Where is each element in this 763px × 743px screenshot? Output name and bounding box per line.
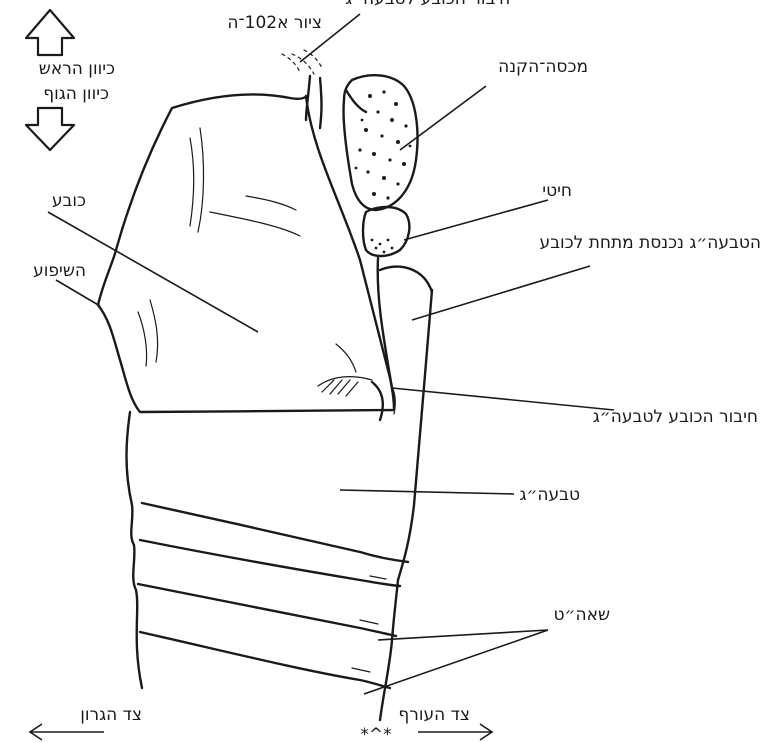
side-left-arrow [30, 724, 104, 740]
leader-cap-cover [400, 86, 486, 150]
orientation-down-label: כיוון הגוף [43, 84, 109, 104]
side-right-arrow [418, 724, 492, 740]
figure-caption: ציור א102־ה [227, 13, 322, 33]
leader-cap-ring-join [392, 388, 614, 410]
label-cap: כובע [52, 191, 86, 211]
cap-cover-drawing [343, 75, 417, 256]
side-left-label: צד הגרון [80, 705, 142, 725]
leader-ring-under-cap [412, 266, 590, 320]
label-segments: שאה״ט [554, 605, 611, 625]
trachea-drawing [127, 258, 433, 720]
speckle-dots [355, 90, 412, 199]
cap-drawing [98, 94, 395, 420]
leader-ring [340, 490, 514, 494]
orientation-arrow [26, 10, 74, 150]
label-ring: טבעה״ג [519, 485, 580, 505]
bottom-mark: *^* [360, 725, 391, 743]
label-cap-cover: מכסה־הקנה [498, 57, 588, 77]
label-cap-ring-join: חיבור הכובע לטבעה״ג [593, 407, 758, 427]
top-cut-label: חיבור הכובע לטבעה״ג [345, 0, 510, 9]
label-notch: חיטי [542, 181, 572, 201]
label-ring-under-cap: הטבעה״ג נכנסת מתחת לכובע [540, 233, 761, 253]
leader-notch [404, 200, 548, 240]
label-slope: השיפוע [33, 261, 86, 281]
side-right-label: צד העורף [398, 705, 470, 725]
top-cut-drawing [282, 50, 322, 128]
leader-slope [56, 280, 100, 306]
orientation-up-label: כיוון הראש [39, 59, 115, 79]
